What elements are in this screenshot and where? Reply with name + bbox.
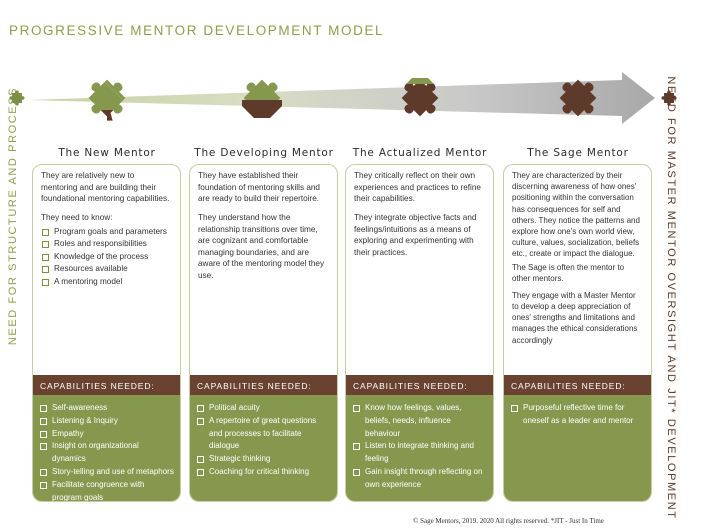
needs-list-item: A mentoring model — [41, 276, 172, 288]
right-side-label: NEED FOR MASTER MENTOR OVERSIGHT AND JIT… — [665, 76, 677, 520]
stage-description: They are characterized by their discerni… — [504, 165, 651, 375]
stage-card-developing-mentor: They have established their foundation o… — [189, 164, 338, 502]
needs-list: Program goals and parameters Roles and r… — [41, 226, 172, 288]
capabilities-panel: Political acuity A repertoire of great q… — [190, 395, 337, 501]
capability-item: Story-telling and use of metaphors — [39, 466, 174, 479]
description-paragraph: They understand how the relationship tra… — [198, 212, 325, 281]
description-paragraph: They are characterized by their discerni… — [512, 171, 640, 259]
stage-card-new-mentor: They are relatively new to mentoring and… — [32, 164, 181, 502]
puzzle-icon-new-mentor-corner — [100, 110, 114, 121]
stage-title-new-mentor: The New Mentor — [58, 147, 156, 159]
capabilities-panel: Know how feelings, values, beliefs, need… — [346, 395, 493, 501]
capability-item: Empathy — [39, 428, 174, 441]
page-title: PROGRESSIVE MENTOR DEVELOPMENT MODEL — [9, 23, 385, 38]
capabilities-list: Self-awareness Listening & Inquiry Empat… — [39, 402, 174, 501]
capabilities-header: CAPABILITIES NEEDED: — [190, 375, 337, 395]
capabilities-list: Know how feelings, values, beliefs, need… — [352, 402, 487, 492]
needs-list-item: Knowledge of the process — [41, 251, 172, 263]
capabilities-list: Purposeful reflective time for oneself a… — [510, 402, 645, 428]
progression-arrow-graphic — [9, 70, 677, 126]
capabilities-list: Political acuity A repertoire of great q… — [196, 402, 331, 479]
capabilities-panel: Purposeful reflective time for oneself a… — [504, 395, 651, 501]
stage-title-developing-mentor: The Developing Mentor — [194, 147, 334, 159]
stage-description: They have established their foundation o… — [190, 165, 337, 375]
needs-list-item: Roles and responsibilities — [41, 238, 172, 250]
capability-item: Gain insight through reflecting on own e… — [352, 466, 487, 492]
capability-item: Purposeful reflective time for oneself a… — [510, 402, 645, 428]
progression-arrow — [28, 72, 655, 124]
capability-item: Strategic thinking — [196, 453, 331, 466]
description-paragraph: They need to know: — [41, 212, 113, 222]
description-paragraph: The Sage is often the mentor to other me… — [512, 262, 625, 283]
capability-item: A repertoire of great questions and proc… — [196, 415, 331, 453]
stage-card-actualized-mentor: They critically reflect on their own exp… — [345, 164, 494, 502]
stage-description: They are relatively new to mentoring and… — [33, 165, 180, 375]
copyright-footer: © Sage Mentors, 2019. 2020 All rights re… — [413, 517, 604, 525]
stage-description: They critically reflect on their own exp… — [346, 165, 493, 375]
description-paragraph: They integrate objective facts and feeli… — [354, 212, 477, 257]
description-paragraph: They have established their foundation o… — [198, 171, 320, 204]
needs-list-item: Resources available — [41, 263, 172, 275]
capability-item: Political acuity — [196, 402, 331, 415]
capability-item: Listen to integrate thinking and feeling — [352, 440, 487, 466]
puzzle-icon-actualized-mentor-top — [406, 78, 434, 84]
puzzle-icon-developing-mentor-lower — [242, 100, 282, 118]
description-paragraph: They engage with a Master Mentor to deve… — [512, 290, 638, 345]
capability-item: Insight on organizational dynamics — [39, 440, 174, 466]
left-side-label: NEED FOR STRUCTURE AND PROCESS — [7, 86, 19, 346]
capability-item: Self-awareness — [39, 402, 174, 415]
description-paragraph: They are relatively new to mentoring and… — [41, 171, 170, 204]
capabilities-header: CAPABILITIES NEEDED: — [33, 375, 180, 395]
capability-item: Know how feelings, values, beliefs, need… — [352, 402, 487, 440]
capability-item: Listening & Inquiry — [39, 415, 174, 428]
stage-title-actualized-mentor: The Actualized Mentor — [352, 147, 488, 159]
small-puzzle-icon-right — [661, 90, 677, 106]
capabilities-header: CAPABILITIES NEEDED: — [504, 375, 651, 395]
capability-item: Facilitate congruence with program goals — [39, 479, 174, 501]
stage-card-sage-mentor: They are characterized by their discerni… — [503, 164, 652, 502]
capabilities-header: CAPABILITIES NEEDED: — [346, 375, 493, 395]
stage-title-sage-mentor: The Sage Mentor — [527, 147, 629, 159]
small-puzzle-icon-left — [9, 90, 25, 106]
capabilities-panel: Self-awareness Listening & Inquiry Empat… — [33, 395, 180, 501]
needs-list-item: Program goals and parameters — [41, 226, 172, 238]
description-paragraph: They critically reflect on their own exp… — [354, 171, 481, 204]
capability-item: Coaching for critical thinking — [196, 466, 331, 479]
